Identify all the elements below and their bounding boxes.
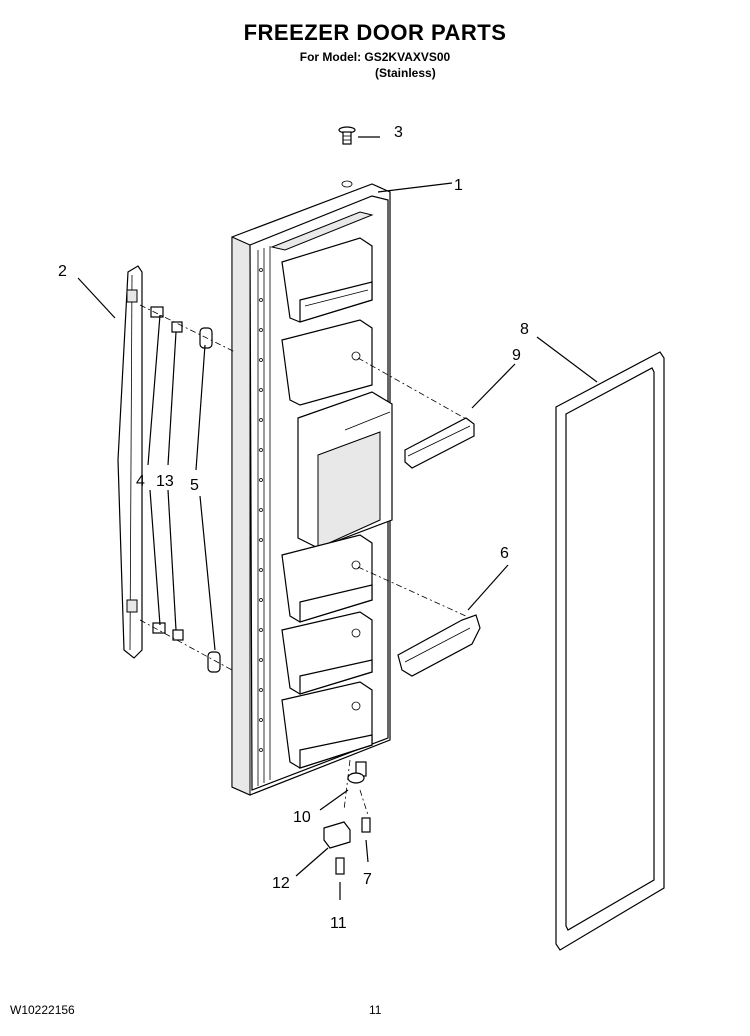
callout-5: 5 [190,477,199,494]
door-shelf-2 [281,319,373,406]
page-title: FREEZER DOOR PARTS [243,20,507,45]
freezer-door-assembly [231,180,393,796]
callout-7: 7 [363,871,372,888]
handle-hardware-upper [139,304,236,353]
hinge-pin-screw [338,126,356,145]
callout-leaders [77,136,598,900]
callout-3: 3 [394,124,403,141]
callout-8: 8 [520,321,529,338]
variant-line: (Stainless) [375,66,436,80]
callout-labels: 3 1 2 8 9 4 13 5 6 10 12 7 11 [58,124,529,932]
callout-13: 13 [156,473,174,490]
shelf-trim-piece [357,357,475,469]
door-handle [117,265,143,659]
door-shelf-5 [281,681,373,769]
callout-9: 9 [512,347,521,364]
dispenser-chute [297,391,393,549]
door-bin [357,566,481,677]
model-line: For Model: GS2KVAXVS00 [299,50,451,64]
callout-4: 4 [136,473,145,490]
door-shelf-1 [281,237,373,323]
document-number: W10222156 [10,1003,75,1017]
callout-2: 2 [58,263,67,280]
callout-1: 1 [454,177,463,194]
door-shelf-4 [281,611,373,695]
edge-rivets [259,268,263,752]
callout-12: 12 [272,875,290,892]
door-gasket [555,351,665,951]
callout-11: 11 [330,915,347,932]
callout-6: 6 [500,545,509,562]
bottom-hinge-parts [323,759,371,875]
handle-hardware-lower [139,619,233,673]
page-number: 11 [369,1003,382,1017]
door-shelf-3 [281,534,373,623]
callout-10: 10 [293,809,311,826]
